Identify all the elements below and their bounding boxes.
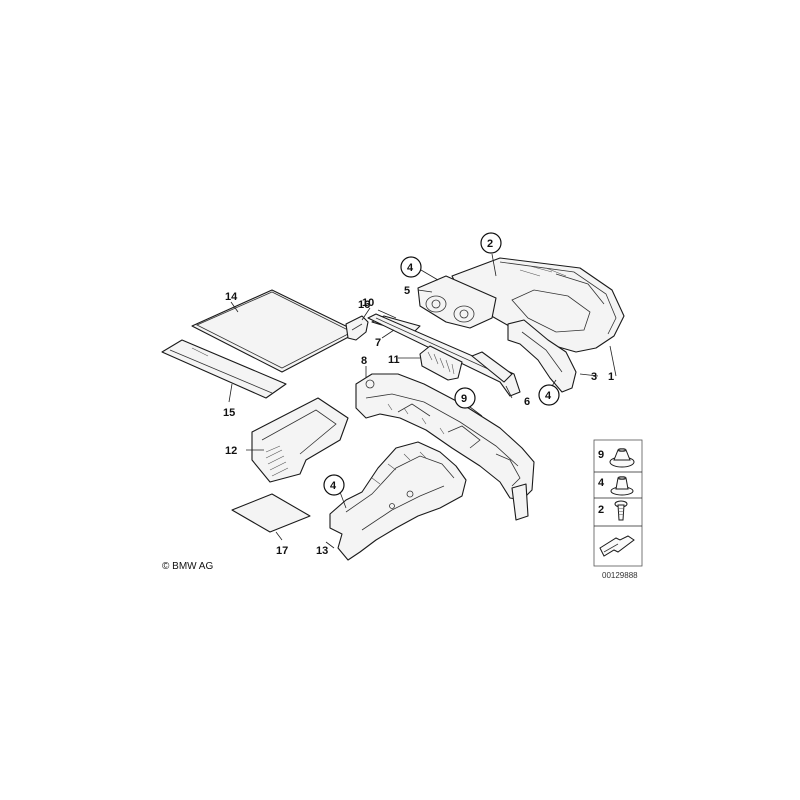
callout-circle-4b: [538, 384, 560, 406]
legend-label-4: 4: [598, 477, 605, 489]
copyright-text: © BMW AG: [162, 561, 213, 572]
legend-label-2: 2: [598, 504, 604, 516]
part-16-bracket[interactable]: [345, 315, 369, 341]
part-13-wheel-arch[interactable]: [329, 441, 467, 561]
callout-circle-4a: [400, 256, 422, 278]
callout-circle-9: [454, 387, 476, 409]
part-15-floor-panel[interactable]: [161, 339, 287, 399]
fastener-legend: 9 4 2: [593, 439, 643, 567]
callout-circle-2: [480, 232, 502, 254]
callout-12: 12: [225, 445, 237, 457]
callout-6: 6: [524, 396, 530, 408]
document-number: 00129888: [602, 571, 638, 580]
part-6-strip[interactable]: [471, 351, 513, 383]
callout-1: 1: [608, 371, 614, 383]
screw-2-icon: [614, 500, 628, 521]
legend-label-9: 9: [598, 449, 604, 461]
callout-17: 17: [276, 545, 288, 557]
callout-14: 14: [225, 291, 238, 303]
part-11-connector[interactable]: [419, 345, 463, 381]
part-5-speaker-panel[interactable]: [417, 275, 497, 329]
callout-11: 11: [388, 354, 400, 366]
part-8-bracket[interactable]: [511, 483, 529, 521]
part-17-mat[interactable]: [231, 493, 311, 533]
bracket-icon: [599, 535, 635, 557]
callout-13: 13: [316, 545, 328, 557]
part-8-side-wall[interactable]: [355, 373, 535, 501]
callout-4b: 4: [545, 390, 552, 402]
callout-3: 3: [591, 371, 597, 383]
callout-4a: 4: [407, 262, 414, 274]
callout-5: 5: [404, 285, 410, 297]
callout-labels: 1 2 3 4 4 4 5 6 7 8 9 10 11 12 13 14 15 …: [223, 232, 614, 557]
part-3-side-bracket[interactable]: [507, 319, 577, 393]
callout-16: 16: [358, 299, 370, 311]
part-12-side-trim[interactable]: [251, 397, 349, 483]
callout-9: 9: [461, 393, 467, 405]
clip-9-icon: [609, 448, 635, 468]
callout-7: 7: [375, 337, 381, 349]
callout-8: 8: [361, 355, 367, 367]
callout-15: 15: [223, 407, 235, 419]
callout-10: 10: [362, 297, 374, 309]
footer: © BMW AG 00129888: [162, 561, 638, 580]
callout-circle-4c: [323, 474, 345, 496]
clip-4-icon: [610, 476, 634, 496]
callout-4c: 4: [330, 480, 337, 492]
leader-lines: [228, 253, 617, 549]
callout-2: 2: [487, 238, 493, 250]
